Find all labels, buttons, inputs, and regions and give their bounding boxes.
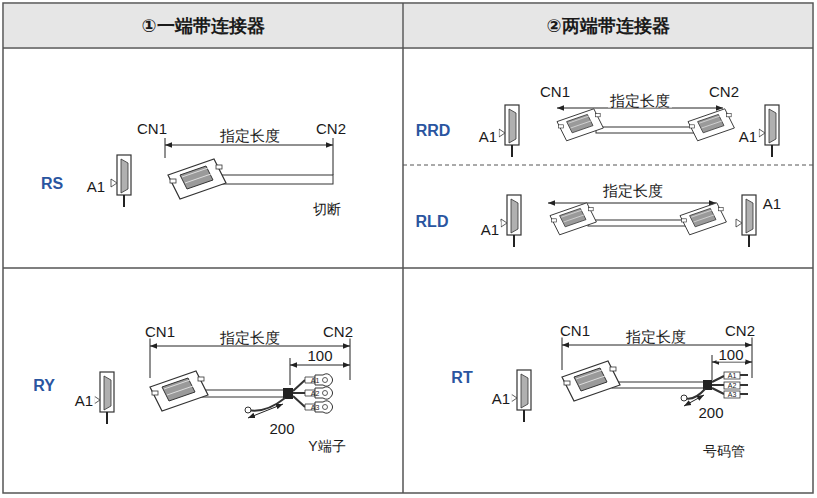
sensor-label: A1 (761, 196, 783, 211)
header-cell: ①一端带连接器 (4, 4, 402, 47)
header-text: ②两端带连接器 (546, 14, 669, 38)
rld-cable (501, 195, 756, 247)
rt-cable (511, 337, 752, 422)
connector-label: CN2 (321, 324, 355, 339)
connector-label: CN1 (558, 323, 592, 338)
type-code: RY (33, 378, 55, 394)
connector-label: CN2 (314, 121, 348, 136)
wire-mark: A3 (728, 391, 737, 398)
dimension: 100 (305, 348, 334, 363)
type-code: RRD (416, 123, 451, 139)
terminal-note: Y端子 (308, 439, 345, 453)
header-text: ①一端带连接器 (141, 14, 264, 38)
length-label: 指定长度 (608, 93, 672, 108)
connector-label: CN1 (135, 121, 169, 136)
dimension: 100 (716, 347, 745, 362)
cut-note: 切断 (313, 202, 341, 216)
type-code: RS (41, 176, 63, 192)
sensor-label: A1 (737, 129, 759, 144)
connector-label: CN1 (143, 324, 177, 339)
sensor-label: A1 (73, 393, 95, 408)
length-label: 指定长度 (624, 329, 688, 344)
table-grid (3, 3, 813, 493)
header-cell: ②两端带连接器 (404, 4, 812, 47)
length-label: 指定长度 (218, 128, 282, 143)
connector-label: CN2 (707, 84, 741, 99)
sensor-label: A1 (85, 179, 107, 194)
connector-label: CN1 (538, 84, 572, 99)
rrd-cable (499, 105, 779, 157)
wire-mark: A1 (311, 377, 320, 384)
length-label: 指定长度 (601, 183, 665, 198)
length-label: 指定长度 (218, 330, 282, 345)
connector-label: CN2 (723, 323, 757, 338)
type-code: RT (451, 370, 472, 386)
sensor-label: A1 (477, 129, 499, 144)
dimension: 200 (696, 405, 725, 420)
wire-mark: A2 (311, 390, 320, 397)
tube-note: 号码管 (703, 444, 745, 458)
sensor-label: A1 (479, 222, 501, 237)
rs-cable (111, 138, 333, 207)
wire-mark: A3 (311, 404, 320, 411)
wire-mark: A2 (728, 382, 737, 389)
sensor-label: A1 (490, 391, 512, 406)
ry-cable (94, 338, 350, 424)
dimension: 200 (267, 421, 296, 436)
type-code: RLD (416, 214, 449, 230)
wire-mark: A1 (728, 372, 737, 379)
